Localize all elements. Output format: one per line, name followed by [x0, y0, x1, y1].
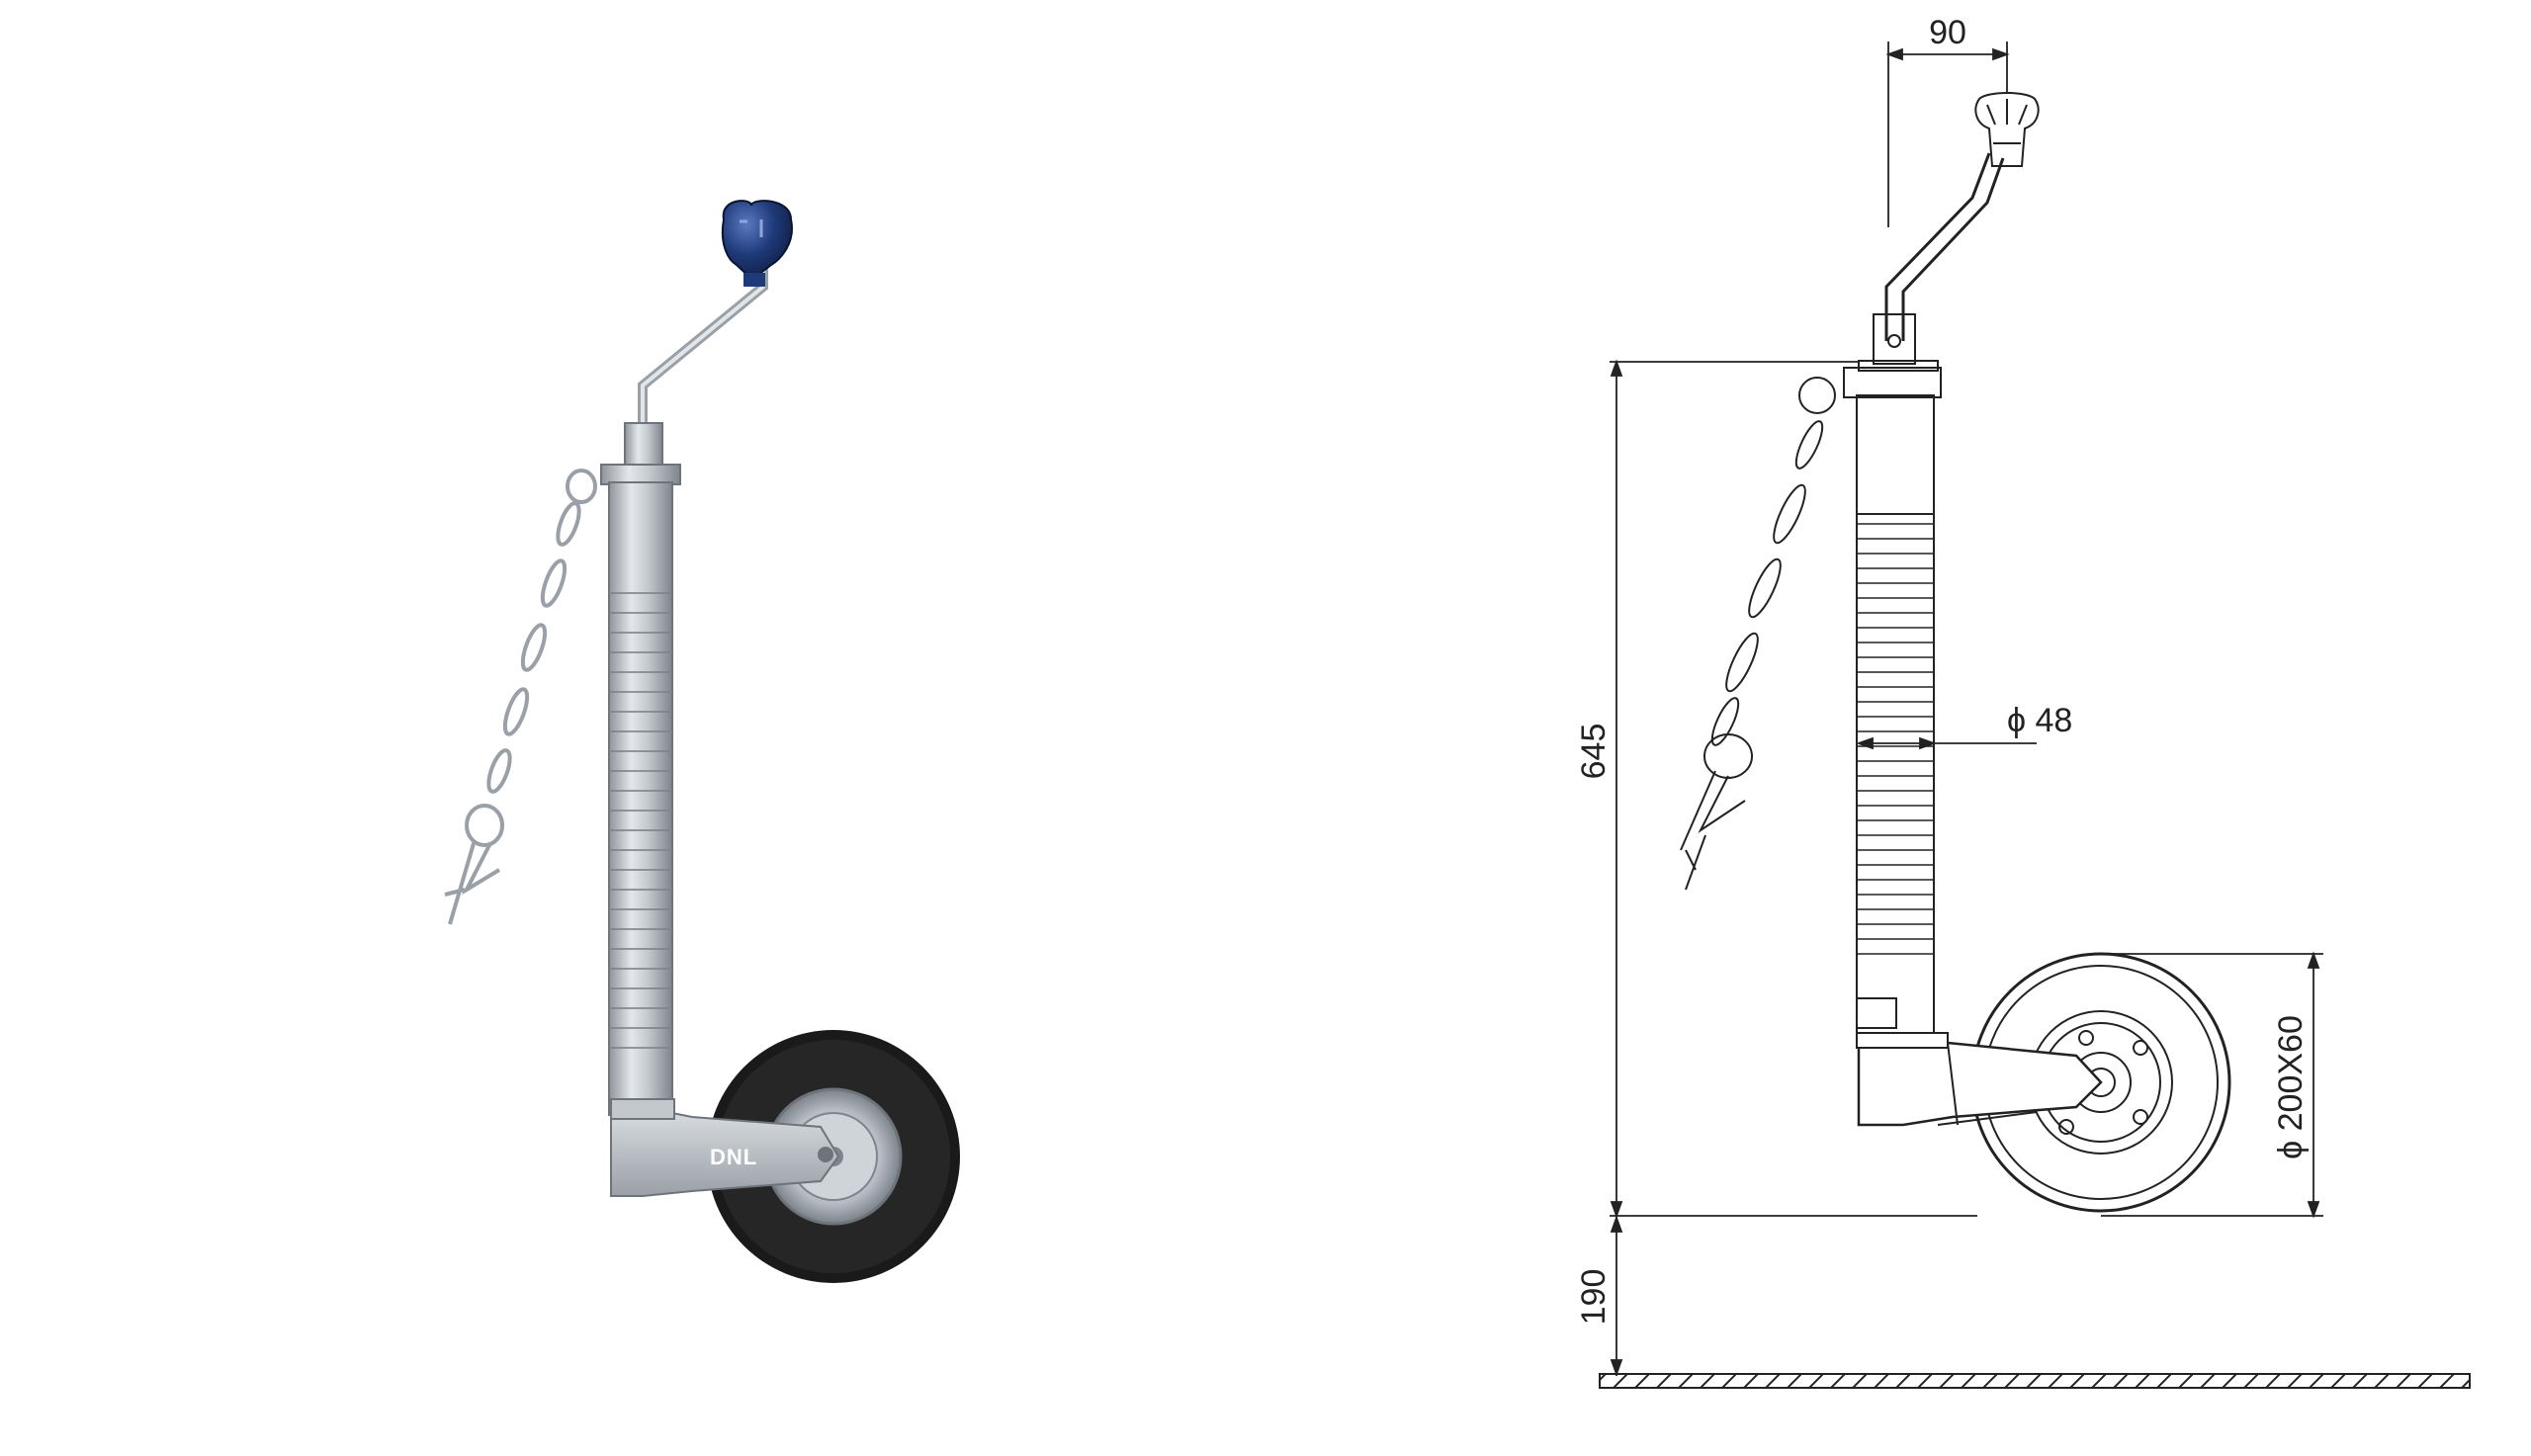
ground-line — [1599, 1373, 2471, 1389]
dim-crank-offset: 90 — [1929, 14, 1966, 51]
brand-label: DNL — [710, 1145, 757, 1169]
crank-knob — [721, 200, 793, 287]
product-render: DNL — [444, 200, 960, 1283]
dimension-lines — [1610, 42, 2323, 1377]
dim-tube-diameter: ϕ 48 — [2007, 702, 2072, 739]
technical-drawing — [1599, 42, 2471, 1389]
dim-wheel-size: ϕ 200X60 — [2272, 1015, 2310, 1159]
drawing-chain — [1680, 377, 1836, 891]
drawing-tube — [1843, 360, 1942, 1039]
drawing-bracket — [1856, 1032, 2103, 1127]
drawing-crank — [1873, 92, 2040, 365]
wheel-bracket: DNL — [610, 1098, 840, 1197]
dimension-labels: 90 ϕ 48 645 ϕ 200X60 190 — [1575, 14, 2310, 1325]
dim-stroke: 190 — [1575, 1269, 1613, 1326]
dim-total-height: 645 — [1575, 724, 1613, 780]
telescopic-tube — [600, 464, 681, 1116]
crank-handle — [624, 262, 768, 468]
safety-chain — [444, 469, 597, 925]
